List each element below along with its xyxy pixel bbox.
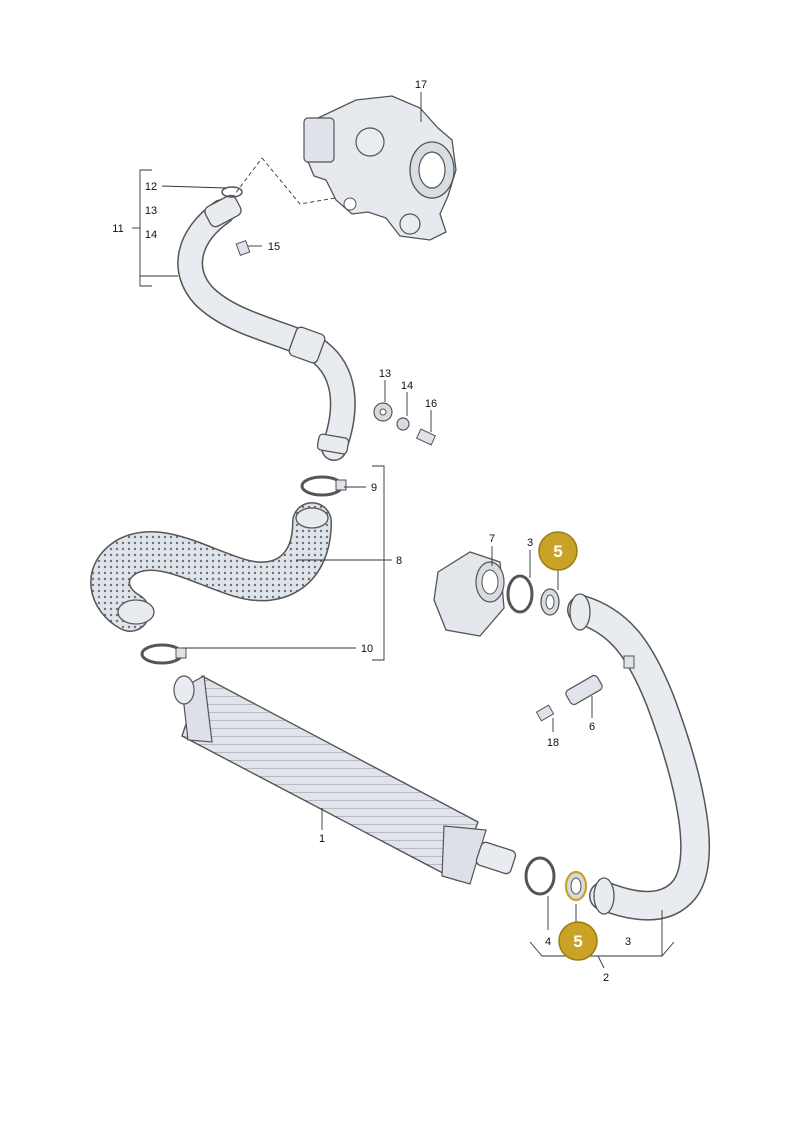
label-13: 13 (379, 368, 391, 380)
badge-circle (558, 921, 598, 961)
seal-5-bottom (564, 870, 588, 902)
hose-clamp-9 (300, 475, 347, 497)
upper-pressure-pipe (177, 194, 356, 461)
leader-lines (132, 169, 675, 969)
hose-clamp-3 (506, 574, 534, 614)
label-4: 4 (545, 936, 551, 948)
badge-label: 5 (553, 542, 562, 561)
label-15: 15 (268, 241, 280, 253)
label-18: 18 (547, 737, 559, 749)
throttle-valve-module (433, 551, 505, 637)
label-13-group: 13 (145, 205, 157, 217)
grommet-13 (373, 402, 393, 422)
label-12: 12 (145, 181, 157, 193)
label-8: 8 (396, 555, 402, 567)
perforated-hose (90, 502, 332, 632)
label-7: 7 (489, 533, 495, 545)
bolt-16 (415, 428, 437, 446)
o-ring (221, 186, 243, 198)
badge-circle (538, 531, 578, 571)
label-3-top: 3 (527, 537, 533, 549)
bolt-18 (535, 704, 555, 722)
bolt-15 (235, 240, 251, 256)
part-labels: 17 12 13 11 14 15 13 14 16 9 8 10 7 3 6 … (112, 79, 631, 984)
hose-clamp-10 (140, 643, 187, 665)
callout-badge-bottom: 5 (558, 921, 598, 961)
label-14: 14 (401, 380, 413, 392)
charge-air-pipe (567, 593, 711, 921)
intercooler (173, 674, 517, 885)
label-3-bottom: 3 (625, 936, 631, 948)
pressure-sensor (565, 674, 603, 706)
label-2: 2 (603, 972, 609, 984)
hose-clamp-4 (524, 856, 556, 896)
label-6: 6 (589, 721, 595, 733)
seal-5-top (540, 588, 560, 616)
label-11: 11 (112, 223, 123, 235)
label-17: 17 (415, 79, 427, 91)
label-1: 1 (319, 833, 325, 845)
turbocharger (303, 95, 457, 241)
label-16: 16 (425, 398, 437, 410)
label-10: 10 (361, 643, 373, 655)
badge-label: 5 (573, 932, 582, 951)
callout-badge-top: 5 (538, 531, 578, 571)
sleeve-14 (396, 417, 410, 431)
label-9: 9 (371, 482, 377, 494)
label-14-group: 14 (145, 229, 157, 241)
